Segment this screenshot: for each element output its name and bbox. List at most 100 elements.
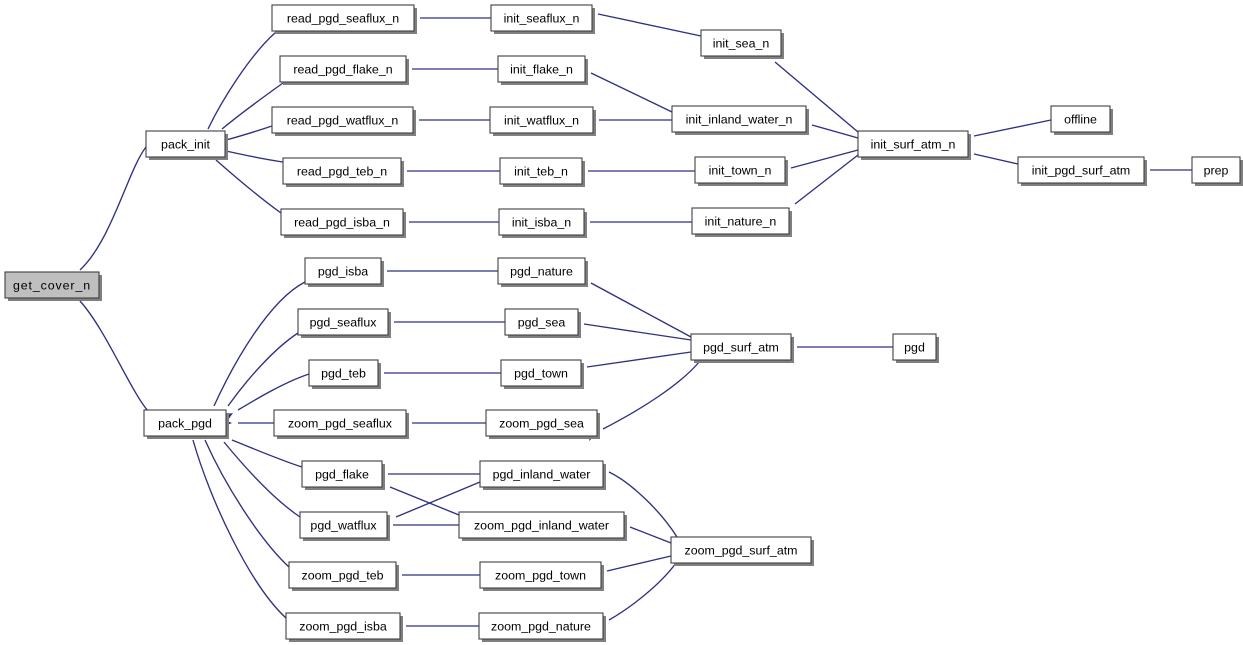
node-zoom_pgd_nature[interactable]: zoom_pgd_nature — [478, 612, 606, 642]
node-pgd_sea[interactable]: pgd_sea — [504, 308, 581, 338]
node-init_teb_n[interactable]: init_teb_n — [499, 157, 585, 187]
node-read_pgd_teb_n[interactable]: read_pgd_teb_n — [282, 157, 404, 187]
node-read_pgd_watflux_n[interactable]: read_pgd_watflux_n — [271, 106, 416, 136]
node-label: init_teb_n — [514, 164, 568, 178]
node-pgd_isba[interactable]: pgd_isba — [304, 257, 384, 287]
node-box[interactable] — [497, 257, 586, 285]
edge-line — [79, 146, 147, 271]
node-offline[interactable]: offline — [1050, 105, 1113, 135]
node-init_flake_n[interactable]: init_flake_n — [497, 55, 588, 85]
node-pgd_inland_water[interactable]: pgd_inland_water — [479, 460, 606, 490]
node-label: pgd_sea — [518, 315, 566, 329]
node-get_cover_n[interactable]: get_cover_n — [4, 271, 102, 301]
node-label: pgd_town — [514, 366, 568, 380]
node-box[interactable] — [892, 333, 937, 361]
node-box[interactable] — [690, 333, 792, 361]
edge-init_sea_n-to-init_seaflux_n — [580, 6, 702, 37]
edge-init_nature_n-to-init_isba_n — [573, 217, 692, 227]
node-label: init_watflux_n — [504, 113, 579, 127]
node-pgd[interactable]: pgd — [892, 333, 939, 363]
node-pgd_watflux[interactable]: pgd_watflux — [299, 511, 390, 541]
node-box[interactable] — [670, 536, 812, 564]
node-box[interactable] — [273, 409, 407, 437]
node-label: zoom_pgd_isba — [299, 619, 387, 633]
edge-line — [223, 441, 301, 518]
node-box[interactable] — [700, 29, 782, 57]
node-pgd_town[interactable]: pgd_town — [500, 359, 584, 389]
node-init_surf_atm_n[interactable]: init_surf_atm_n — [857, 130, 971, 160]
node-pack_init[interactable]: pack_init — [145, 130, 228, 160]
node-box[interactable] — [4, 271, 100, 299]
node-box[interactable] — [458, 511, 625, 539]
edge-init_surf_atm_n-to-init_nature_n — [778, 154, 859, 219]
node-read_pgd_flake_n[interactable]: read_pgd_flake_n — [279, 55, 409, 85]
node-box[interactable] — [489, 106, 594, 134]
node-pgd_seaflux[interactable]: pgd_seaflux — [297, 308, 391, 338]
edge-line — [213, 281, 306, 407]
node-zoom_pgd_isba[interactable]: zoom_pgd_isba — [285, 612, 403, 642]
node-read_pgd_seaflux_n[interactable]: read_pgd_seaflux_n — [271, 4, 417, 34]
node-box[interactable] — [499, 157, 583, 185]
node-pgd_flake[interactable]: pgd_flake — [301, 460, 385, 490]
node-box[interactable] — [479, 460, 604, 488]
node-box[interactable] — [691, 207, 790, 235]
edge-init_town_n-to-init_teb_n — [571, 166, 695, 176]
node-box[interactable] — [479, 561, 602, 589]
edge-pgd-to-pgd_surf_atm — [780, 342, 893, 352]
node-box[interactable] — [694, 156, 786, 184]
node-box[interactable] — [1017, 156, 1145, 184]
node-init_seaflux_n[interactable]: init_seaflux_n — [490, 4, 595, 34]
node-box[interactable] — [478, 612, 604, 640]
node-label: init_surf_atm_n — [871, 137, 956, 151]
edge-line — [811, 124, 859, 139]
node-box[interactable] — [279, 55, 407, 83]
node-box[interactable] — [308, 359, 379, 387]
node-pgd_teb[interactable]: pgd_teb — [308, 359, 381, 389]
node-box[interactable] — [288, 561, 397, 589]
edge-line — [590, 72, 673, 113]
node-box[interactable] — [1191, 156, 1241, 184]
node-init_pgd_surf_atm[interactable]: init_pgd_surf_atm — [1017, 156, 1147, 186]
node-box[interactable] — [301, 460, 383, 488]
node-zoom_pgd_inland_water[interactable]: zoom_pgd_inland_water — [458, 511, 627, 541]
node-box[interactable] — [1050, 105, 1111, 133]
node-pack_pgd[interactable]: pack_pgd — [143, 409, 229, 439]
node-box[interactable] — [285, 612, 401, 640]
node-box[interactable] — [282, 157, 402, 185]
node-label: read_pgd_teb_n — [297, 164, 387, 178]
node-zoom_pgd_town[interactable]: zoom_pgd_town — [479, 561, 604, 591]
node-read_pgd_isba_n[interactable]: read_pgd_isba_n — [280, 208, 406, 238]
node-box[interactable] — [280, 208, 404, 236]
node-box[interactable] — [500, 359, 582, 387]
node-pgd_nature[interactable]: pgd_nature — [497, 257, 588, 287]
node-box[interactable] — [271, 106, 414, 134]
node-zoom_pgd_teb[interactable]: zoom_pgd_teb — [288, 561, 399, 591]
node-box[interactable] — [271, 4, 415, 32]
node-pgd_surf_atm[interactable]: pgd_surf_atm — [690, 333, 794, 363]
node-zoom_pgd_sea[interactable]: zoom_pgd_sea — [485, 409, 600, 439]
node-init_inland_water_n[interactable]: init_inland_water_n — [671, 105, 809, 135]
node-init_sea_n[interactable]: init_sea_n — [700, 29, 784, 59]
node-init_nature_n[interactable]: init_nature_n — [691, 207, 792, 237]
node-box[interactable] — [299, 511, 388, 539]
edge-pgd_town-to-pgd_teb — [367, 368, 501, 378]
node-init_isba_n[interactable]: init_isba_n — [498, 208, 587, 238]
node-box[interactable] — [143, 409, 227, 437]
node-box[interactable] — [490, 4, 593, 32]
edge-line — [973, 153, 1019, 165]
node-zoom_pgd_seaflux[interactable]: zoom_pgd_seaflux — [273, 409, 409, 439]
node-box[interactable] — [671, 105, 807, 133]
node-box[interactable] — [498, 208, 585, 236]
node-prep[interactable]: prep — [1191, 156, 1243, 186]
node-box[interactable] — [304, 257, 382, 285]
node-box[interactable] — [485, 409, 598, 437]
node-box[interactable] — [504, 308, 579, 336]
node-box[interactable] — [497, 55, 586, 83]
node-zoom_pgd_surf_atm[interactable]: zoom_pgd_surf_atm — [670, 536, 814, 566]
node-box[interactable] — [297, 308, 389, 336]
node-box[interactable] — [857, 130, 969, 158]
node-init_town_n[interactable]: init_town_n — [694, 156, 788, 186]
node-init_watflux_n[interactable]: init_watflux_n — [489, 106, 596, 136]
node-box[interactable] — [145, 130, 226, 158]
